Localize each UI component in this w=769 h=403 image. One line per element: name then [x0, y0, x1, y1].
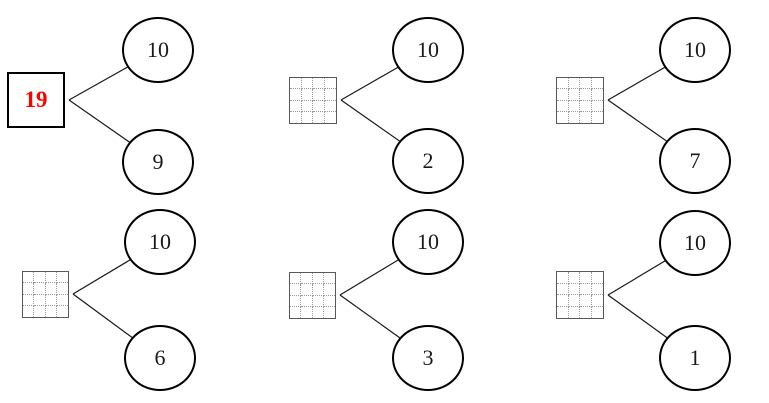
- part-circle-bottom: 2: [392, 128, 464, 194]
- part-number: 9: [152, 149, 164, 174]
- part-circle-top: 10: [392, 17, 464, 83]
- whole-box-answer[interactable]: [289, 77, 337, 124]
- whole-number: 19: [24, 87, 48, 112]
- part-number: 10: [417, 229, 439, 254]
- part-circle-top: 10: [659, 210, 731, 276]
- whole-box-answer[interactable]: [289, 272, 336, 319]
- part-circle-top: 10: [122, 17, 194, 83]
- whole-box-answer[interactable]: [556, 77, 604, 124]
- part-number: 6: [154, 345, 166, 370]
- part-number: 10: [149, 229, 171, 254]
- part-circle-bottom: 3: [392, 325, 464, 391]
- part-circle-top: 10: [659, 17, 731, 83]
- whole-box-answer[interactable]: [556, 271, 604, 319]
- part-number: 2: [422, 148, 434, 173]
- part-number: 7: [689, 148, 701, 173]
- part-number: 3: [422, 345, 434, 370]
- part-number: 10: [417, 37, 439, 62]
- part-number: 10: [684, 230, 706, 255]
- part-circle-top: 10: [124, 209, 196, 275]
- whole-box-filled: 19: [7, 72, 65, 128]
- part-circle-bottom: 1: [659, 325, 731, 391]
- part-circle-bottom: 9: [122, 129, 194, 195]
- whole-box-answer[interactable]: [22, 271, 69, 318]
- part-number: 10: [684, 37, 706, 62]
- part-number: 1: [689, 345, 701, 370]
- part-number: 10: [147, 37, 169, 62]
- part-circle-bottom: 7: [659, 128, 731, 194]
- part-circle-top: 10: [392, 209, 464, 275]
- part-circle-bottom: 6: [124, 325, 196, 391]
